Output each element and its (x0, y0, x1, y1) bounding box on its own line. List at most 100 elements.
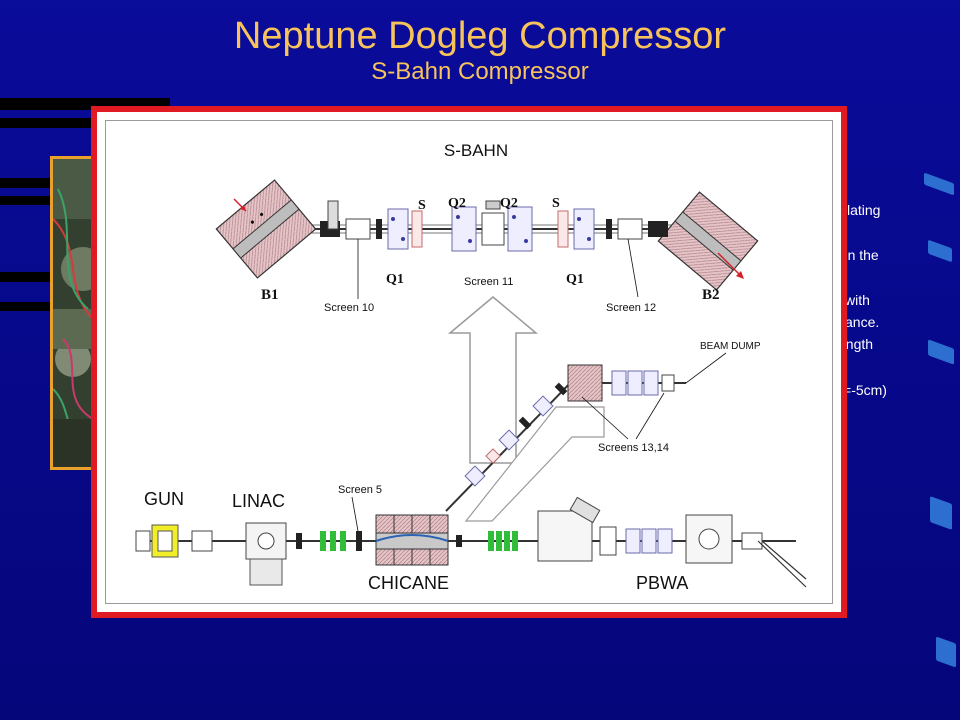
beamline-figure: S-BAHN B1 B2 (91, 106, 847, 618)
screen12-leader (627, 238, 639, 298)
q2-right-label: Q2 (500, 196, 518, 211)
bg-stripe (0, 272, 50, 282)
gun-window (157, 530, 173, 552)
main-flange (356, 531, 362, 551)
right-decoration (928, 339, 954, 365)
b1-arrowhead (240, 205, 246, 211)
right-decoration (930, 495, 952, 531)
green-quad (496, 531, 502, 551)
right-decoration (928, 239, 952, 263)
screen10-label: Screen 10 (324, 302, 374, 314)
q2-left-pole (468, 239, 472, 243)
dump-cross (661, 374, 675, 392)
pbwa-exit-line (761, 540, 807, 580)
q2-right-magnet (507, 206, 533, 252)
green-quad (320, 531, 326, 551)
pbwa-quad (625, 528, 641, 554)
dump-quad (627, 370, 643, 396)
screens1314-label: Screens 13,14 (598, 442, 669, 454)
screen12-cross (617, 218, 643, 240)
gun-label: GUN (144, 489, 184, 509)
s-right-magnet (557, 210, 569, 248)
upper-flange (376, 219, 382, 239)
green-quad (488, 531, 494, 551)
pbwa-port (569, 496, 601, 524)
q1-left-magnet (387, 208, 409, 250)
q2-right-pole (524, 239, 528, 243)
pbwa-end-flange (741, 532, 763, 550)
screen10-cross (345, 218, 371, 240)
beamline-figure-inner: S-BAHN B1 B2 (105, 120, 833, 604)
q1-left-pole (391, 217, 395, 221)
screen5-label: Screen 5 (338, 484, 382, 496)
green-quad (340, 531, 346, 551)
pbwa-flange (599, 526, 617, 556)
screen12-label: Screen 12 (606, 302, 656, 314)
pbwa-quad (641, 528, 657, 554)
transfer-arrow (447, 296, 539, 464)
linac-stand (249, 558, 283, 586)
linac-cross (257, 532, 275, 550)
s-right-label: S (552, 196, 560, 211)
b2-arrowhead (736, 271, 744, 279)
screens1314-leader (581, 396, 629, 440)
q1-right-pole (587, 237, 591, 241)
b2-beam-arrow (717, 252, 743, 278)
green-quad (330, 531, 336, 551)
upper-flange (606, 219, 612, 239)
s-left-magnet (411, 210, 423, 248)
pbwa-quad (657, 528, 673, 554)
b1-dipole (215, 179, 317, 279)
q1-left-label: Q1 (386, 272, 404, 287)
q2-left-label: Q2 (448, 196, 466, 211)
screens1314-leader (635, 392, 665, 440)
b1-label: B1 (261, 287, 279, 303)
chicane-label: CHICANE (368, 573, 449, 593)
beamline-diagram: S-BAHN B1 B2 (135, 141, 807, 593)
q1-left-pole (401, 237, 405, 241)
right-decoration (924, 172, 954, 196)
bg-stripe (0, 118, 115, 128)
linac-label: LINAC (232, 491, 285, 511)
pbwa-chamber-1 (537, 510, 593, 562)
q2-right-pole (512, 215, 516, 219)
screen5-leader (351, 496, 359, 532)
green-quad (512, 531, 518, 551)
linac-flange (191, 530, 213, 552)
side-text-4: vance. (838, 314, 880, 330)
page-title: Neptune Dogleg Compressor (233, 15, 727, 57)
bg-stripe (0, 178, 55, 188)
green-quad (504, 531, 510, 551)
title-block: Neptune Dogleg Compressor S-Bahn Compres… (0, 14, 960, 86)
bg-stripe (0, 302, 50, 311)
q1-right-pole (577, 217, 581, 221)
screen11-cross (481, 212, 505, 246)
gun-flange (135, 530, 151, 552)
pbwa-exit-line (757, 540, 807, 588)
upper-pump (327, 200, 339, 230)
pbwa-window (698, 528, 720, 550)
screen11-top (485, 200, 501, 210)
side-text-1: slating (840, 202, 881, 218)
b2-dipole (657, 191, 759, 291)
linac-flange (296, 533, 302, 549)
dogleg-components (464, 382, 568, 487)
q2-left-pole (456, 215, 460, 219)
dump-dipole (567, 364, 603, 402)
dogleg-outline (464, 406, 605, 522)
diagram-heading: S-BAHN (444, 141, 508, 160)
dump-quad (611, 370, 627, 396)
s-left-label: S (418, 198, 426, 213)
chicane-trajectory (375, 534, 449, 542)
right-decoration (936, 636, 956, 668)
dump-quad (643, 370, 659, 396)
q1-right-label: Q1 (566, 272, 584, 287)
side-text-6-main: =-5cm) (843, 382, 887, 398)
q2-left-magnet (451, 206, 477, 252)
main-flange (456, 535, 462, 547)
side-text-3: with (845, 292, 870, 308)
pbwa-label: PBWA (636, 573, 688, 593)
q1-right-magnet (573, 208, 595, 250)
bg-stripe (0, 196, 50, 205)
upper-flange (648, 221, 668, 237)
